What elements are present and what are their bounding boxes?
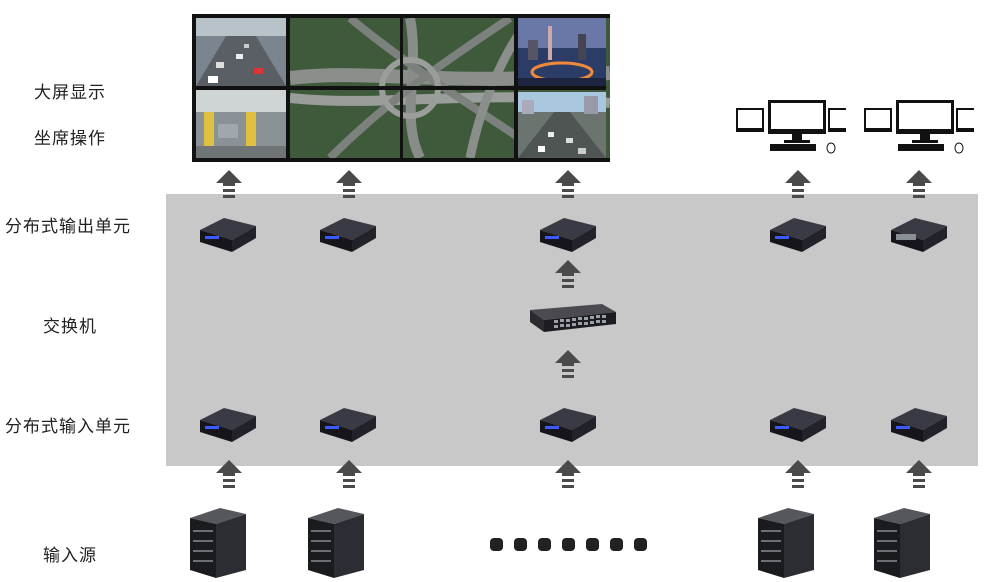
output-unit-device <box>770 212 826 252</box>
server-icon <box>190 508 262 578</box>
input-unit-device <box>891 402 947 442</box>
arrow-up-icon <box>336 460 362 490</box>
ellipsis-dot <box>514 538 527 551</box>
ellipsis-dot <box>610 538 623 551</box>
arrow-up-icon <box>216 170 242 200</box>
video-wall <box>192 14 610 162</box>
arrow-up-icon <box>785 170 811 200</box>
output-unit-device <box>320 212 376 252</box>
output-unit-device <box>540 212 596 252</box>
arrow-up-icon <box>785 460 811 490</box>
wall-tile-parking <box>196 90 286 158</box>
ellipsis-dot <box>538 538 551 551</box>
arrow-up-icon <box>555 350 581 380</box>
wall-tile-traffic <box>196 18 286 86</box>
arrow-up-icon <box>906 460 932 490</box>
arrow-up-icon <box>555 460 581 490</box>
label-seat-operation: 坐席操作 <box>34 129 106 149</box>
input-unit-device <box>200 402 256 442</box>
output-unit-device <box>200 212 256 252</box>
ellipsis-dot <box>490 538 503 551</box>
wall-tile-night-city <box>518 18 606 88</box>
more-sources-ellipsis <box>490 538 655 552</box>
arrow-up-icon <box>216 460 242 490</box>
label-input-unit: 分布式输入单元 <box>5 417 131 437</box>
server-icon <box>874 508 946 578</box>
workstation-2 <box>862 98 984 156</box>
wall-tile-highway <box>518 92 606 158</box>
label-input-source: 输入源 <box>43 546 97 566</box>
ellipsis-dot <box>634 538 647 551</box>
arrow-up-icon <box>555 170 581 200</box>
output-unit-device <box>891 212 947 252</box>
arrow-up-icon <box>336 170 362 200</box>
server-icon <box>308 508 380 578</box>
input-unit-device <box>320 402 376 442</box>
ellipsis-dot <box>586 538 599 551</box>
label-video-wall: 大屏显示 <box>34 83 106 103</box>
input-unit-device <box>540 402 596 442</box>
workstation-1 <box>734 98 856 156</box>
server-icon <box>758 508 830 578</box>
arrow-up-icon <box>906 170 932 200</box>
arrow-up-icon <box>555 260 581 290</box>
network-switch <box>524 302 616 336</box>
label-output-unit: 分布式输出单元 <box>5 217 131 237</box>
ellipsis-dot <box>562 538 575 551</box>
label-switch: 交换机 <box>43 317 97 337</box>
input-unit-device <box>770 402 826 442</box>
